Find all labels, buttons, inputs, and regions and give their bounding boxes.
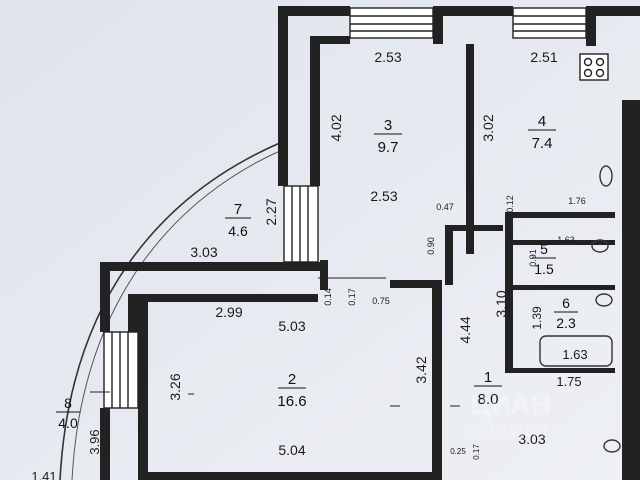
dim-hall-bottom: 3.03: [518, 431, 545, 447]
room-label-6: 6 2.3: [554, 295, 578, 331]
room-label-5: 5 1.5: [532, 241, 556, 277]
room-area: 9.7: [378, 139, 399, 156]
room-label-3: 3 9.7: [374, 117, 402, 156]
dim-room2-top: 2.99: [215, 304, 242, 320]
dim-017: 0.17: [347, 288, 357, 306]
dim-room2-bottom: 5.04: [278, 442, 305, 458]
dim-hall-left: 4.44: [457, 316, 473, 343]
room-area: 4.0: [58, 415, 78, 431]
dim-bath-side: 1.39: [530, 306, 544, 330]
dim-room3-mid: 2.53: [370, 188, 397, 204]
dim-room4-left: 3.02: [480, 114, 496, 141]
bathtub-icon: [539, 335, 613, 367]
room-area: 16.6: [277, 393, 306, 410]
room-label-8: 8 4.0: [56, 395, 80, 431]
watermark-id: ID 11191637: [470, 423, 548, 439]
dim-017b: 0.17: [472, 444, 481, 460]
walls: [100, 6, 640, 480]
room-number: 4: [538, 113, 546, 130]
dim-047: 0.47: [436, 202, 454, 212]
dim-room3-top: 2.53: [374, 49, 401, 65]
room-label-1: 1 8.0: [474, 369, 502, 408]
dim-hall-mid: 3.10: [493, 290, 509, 317]
room-area: 8.0: [478, 391, 499, 408]
watermark: ЦИАН ID 11191637: [470, 389, 551, 439]
balcony-arc-outer: [59, 141, 283, 480]
room-area: 1.5: [534, 261, 554, 277]
dim-room4-top: 2.51: [530, 49, 557, 65]
watermark-brand: ЦИАН: [470, 389, 551, 420]
room-label-4: 4 7.4: [528, 113, 556, 152]
room-area: 7.4: [532, 135, 553, 152]
dim-025: 0.25: [450, 447, 466, 456]
dim-balcony8-side: 3.96: [87, 429, 102, 454]
dim-wc-top: 1.76: [568, 196, 586, 206]
room-area: 2.3: [556, 315, 576, 331]
dim-075: 0.75: [372, 296, 390, 306]
dim-room2-inner: 5.03: [278, 318, 305, 334]
dim-room2-left: 3.26: [167, 373, 183, 400]
dim-wc-bottom: 1.75: [556, 374, 581, 389]
room-number: 2: [288, 371, 296, 388]
toilet-icon: [591, 165, 621, 453]
room-label-7: 7 4.6: [225, 201, 251, 239]
room-number: 8: [64, 395, 72, 411]
dim-room3-left: 4.02: [328, 114, 344, 141]
dim-toilet-side: 0.91: [528, 249, 538, 267]
room-number: 7: [234, 201, 242, 218]
dimension-labels: 2.53 4.02 2.53 2.51 3.02 2.27 3.03 2.99 …: [31, 49, 587, 480]
stove-icon: [579, 53, 609, 81]
dim-room2-right: 3.42: [413, 356, 429, 383]
room-number: 5: [540, 241, 548, 257]
dim-balcony7-length: 3.03: [190, 244, 217, 260]
room-number: 1: [484, 369, 492, 386]
dim-bottom-left: 1.41: [31, 469, 56, 480]
room-label-2: 2 16.6: [277, 371, 306, 410]
dim-014: 0.14: [323, 288, 333, 306]
dim-012: 0.12: [505, 195, 515, 213]
room-area: 4.6: [228, 223, 248, 239]
room-number: 3: [384, 117, 392, 134]
windows: [103, 7, 587, 409]
dim-090: 0.90: [426, 237, 436, 255]
dim-bath-width: 1.63: [562, 347, 587, 362]
dim-balcony7-width: 2.27: [263, 198, 279, 225]
dim-toilet-top: 1.63: [557, 235, 575, 245]
room-number: 6: [562, 295, 570, 311]
dimension-lines: [90, 277, 460, 407]
